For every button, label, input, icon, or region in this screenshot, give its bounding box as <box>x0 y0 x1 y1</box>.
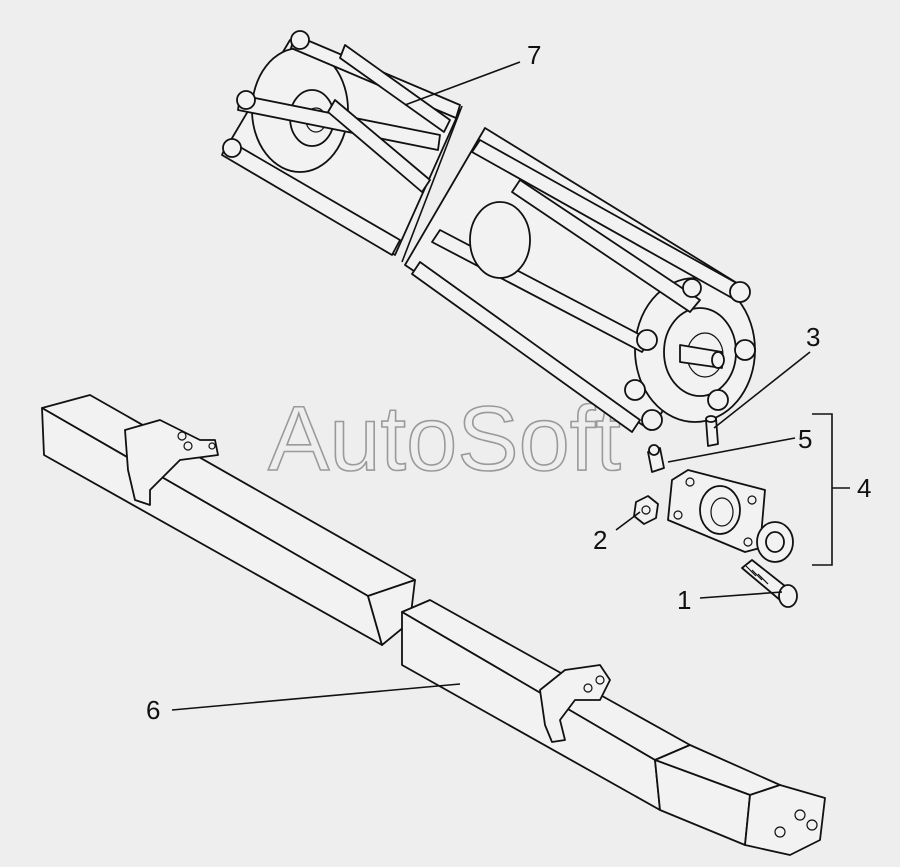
leader-3 <box>713 351 811 429</box>
roller-part-7 <box>221 30 756 433</box>
bracket-4 <box>812 413 850 566</box>
roller-left-half <box>221 30 461 256</box>
callout-1: 1 <box>677 585 691 615</box>
bolt-part-1 <box>741 559 798 608</box>
callout-7: 7 <box>527 40 541 70</box>
leader-2 <box>615 511 641 531</box>
pin-part-3 <box>705 415 719 447</box>
leader-5 <box>667 437 796 463</box>
nut-part-2 <box>633 495 659 525</box>
callout-3: 3 <box>806 322 820 352</box>
watermark: AutoSoft <box>268 388 621 490</box>
leader-1 <box>699 591 783 599</box>
callout-2: 2 <box>593 525 607 555</box>
leader-6 <box>171 683 461 711</box>
callout-numbers: 7 3 5 4 2 1 6 <box>146 40 871 725</box>
beam-part-6 <box>41 394 826 856</box>
roller-right-half <box>404 127 756 433</box>
bearing-housing-part-4 <box>667 469 794 563</box>
callout-6: 6 <box>146 695 160 725</box>
grease-fitting-part-5 <box>647 444 665 473</box>
callout-4: 4 <box>857 473 871 503</box>
beam-right-half <box>401 599 826 856</box>
callout-5: 5 <box>798 424 812 454</box>
beam-left-half <box>41 394 416 646</box>
leader-7 <box>404 61 521 106</box>
leader-lines <box>171 61 850 711</box>
